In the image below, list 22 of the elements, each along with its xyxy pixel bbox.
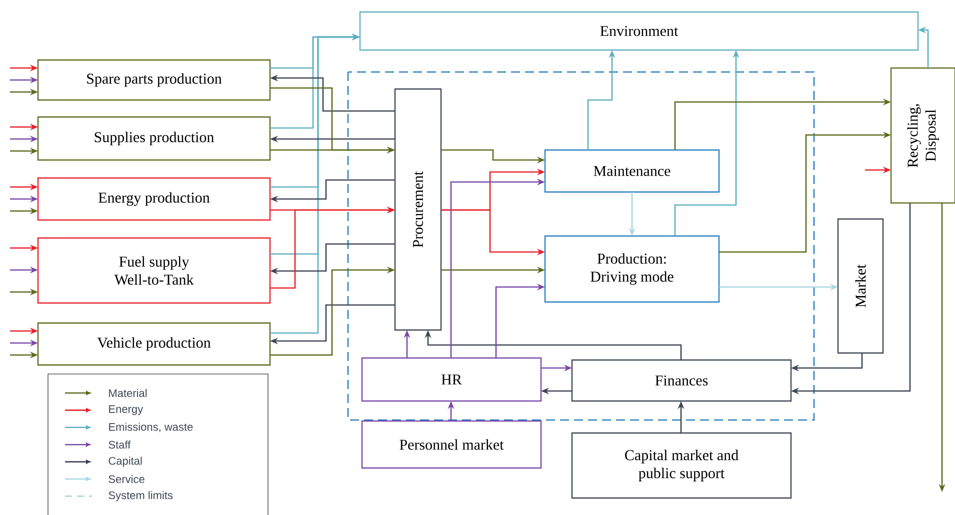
process-box: Energy production (37, 177, 271, 221)
legend-label: Capital (108, 456, 142, 467)
legend-label: System limits (108, 491, 173, 502)
legend-label: Emissions, waste (109, 422, 193, 432)
process-box: Production: Driving mode (544, 235, 720, 303)
process-box: Environment (359, 11, 919, 51)
legend-label: Energy (109, 405, 144, 416)
process-box: Procurement (394, 88, 442, 331)
process-box: Capital market and public support (571, 432, 792, 499)
process-box: Finances (571, 359, 792, 402)
process-box: Supplies production (37, 116, 271, 161)
process-box: Recycling, Disposal (890, 67, 955, 204)
legend-label: Service (108, 474, 144, 484)
process-box: HR (361, 357, 542, 402)
legend-label: Staff (108, 440, 131, 449)
process-box: Maintenance (544, 149, 720, 193)
process-box: Personnel market (361, 420, 542, 469)
process-box: Vehicle production (37, 322, 271, 366)
legend-label: Material (109, 388, 147, 398)
process-box: Spare parts production (37, 59, 271, 101)
process-box: Market (837, 218, 884, 354)
process-box: Fuel supply Well-to-Tank (37, 237, 271, 304)
